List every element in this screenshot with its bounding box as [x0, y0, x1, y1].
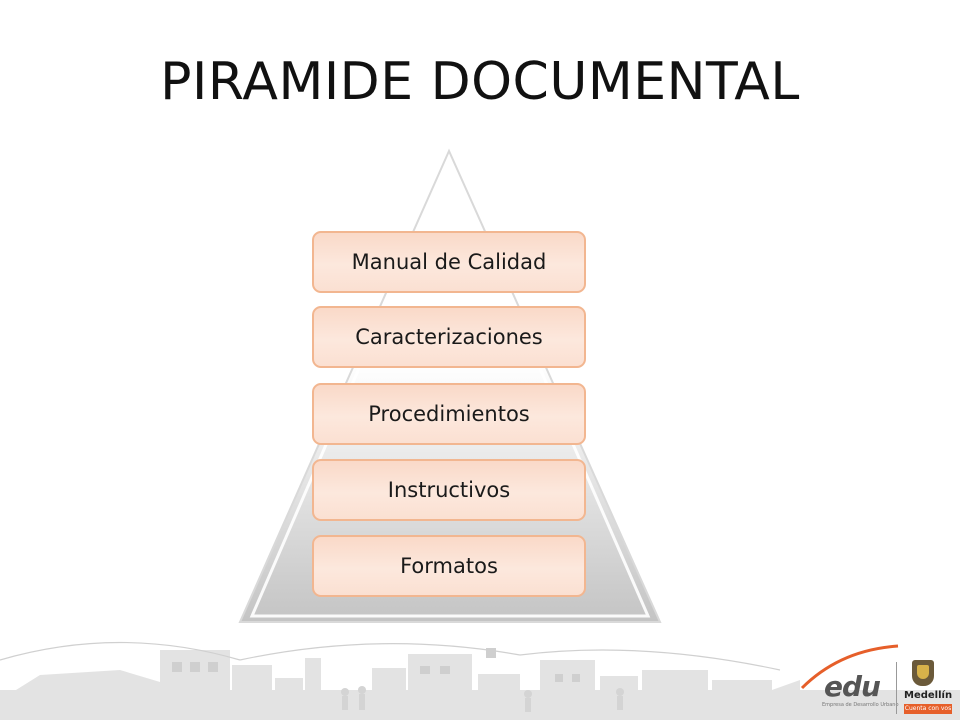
level-instructivos: Instructivos	[312, 459, 586, 521]
footer-logos: edu Empresa de Desarrollo Urbano Medellí…	[800, 640, 960, 720]
edu-subtitle: Empresa de Desarrollo Urbano	[822, 702, 899, 708]
edu-mark-prefix: ed	[824, 670, 862, 703]
medellin-name: Medellín	[904, 690, 953, 701]
level-procedimientos: Procedimientos	[312, 383, 586, 445]
level-manual-de-calidad: Manual de Calidad	[312, 231, 586, 293]
medellin-tagline: Cuenta con vos	[904, 704, 952, 714]
medellin-crest-icon	[912, 660, 934, 686]
slide-title: PIRAMIDE DOCUMENTAL	[160, 52, 800, 112]
edu-logo: edu	[824, 670, 881, 703]
level-caracterizaciones: Caracterizaciones	[312, 306, 586, 368]
city-skyline-graphic	[0, 641, 960, 720]
edu-mark-suffix: u	[861, 670, 881, 703]
logo-divider	[896, 662, 897, 714]
edu-swoosh-icon	[800, 644, 899, 690]
level-formatos: Formatos	[312, 535, 586, 597]
